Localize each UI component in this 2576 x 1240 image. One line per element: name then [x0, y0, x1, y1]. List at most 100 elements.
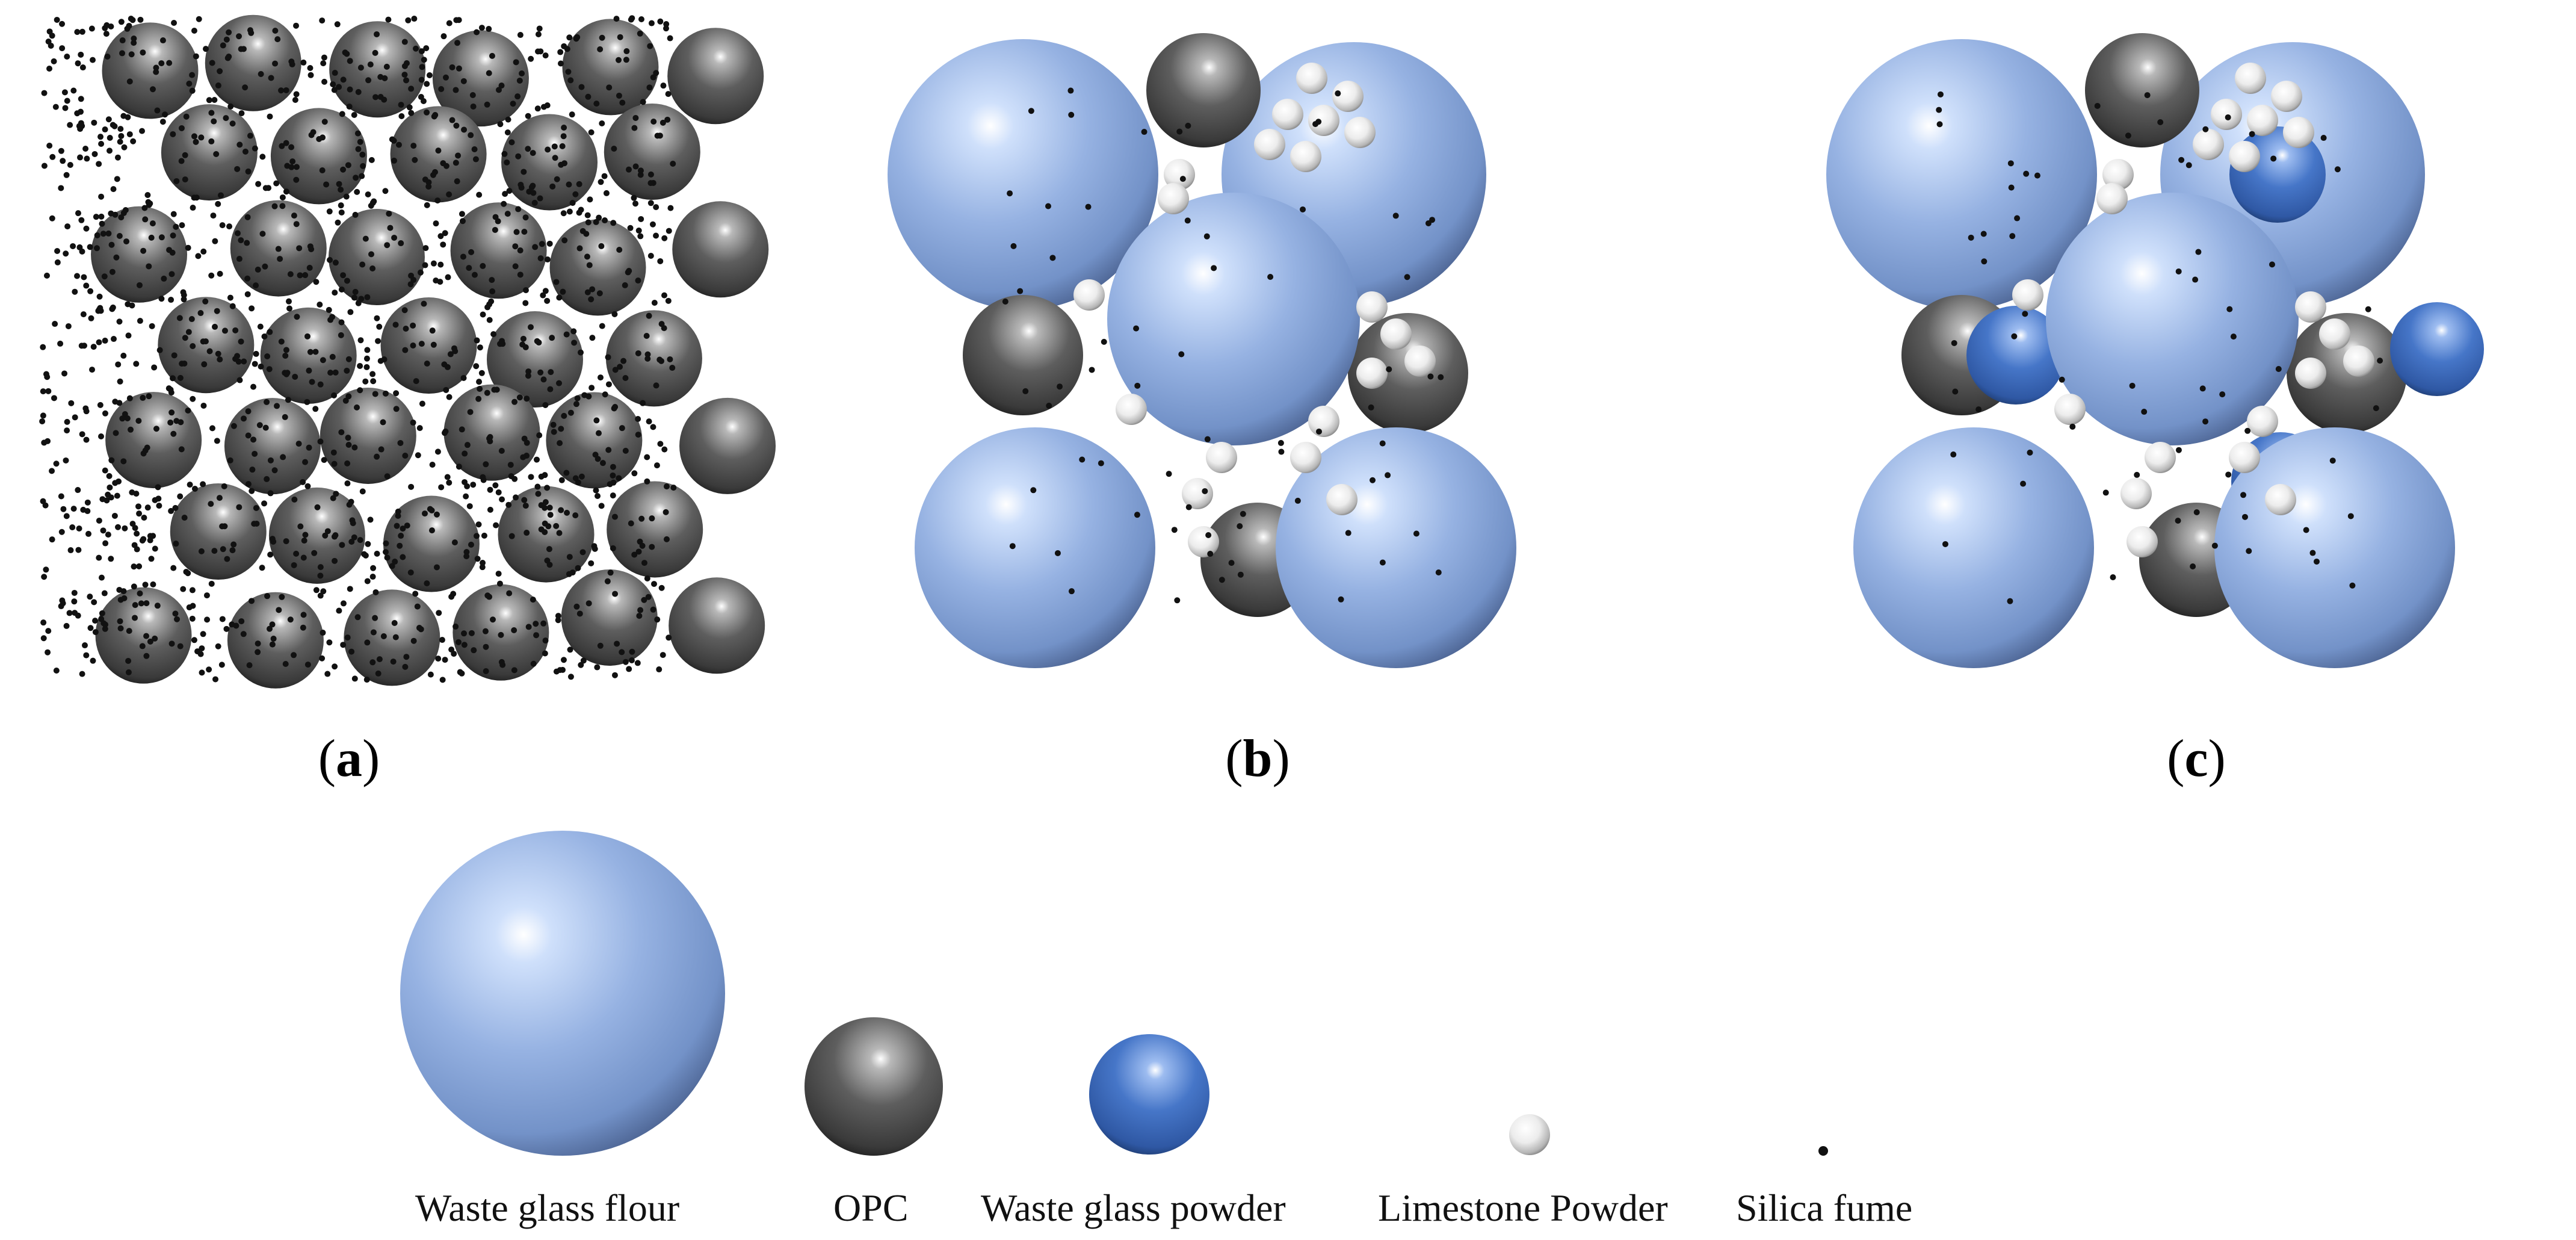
silica-fume-particle	[597, 46, 604, 52]
silica-fume-particle	[215, 82, 221, 89]
silica-fume-particle	[85, 530, 92, 537]
silica-fume-particle	[96, 339, 102, 346]
silica-fume-particle	[267, 457, 274, 463]
silica-fume-particle	[412, 591, 419, 597]
silica-fume-particle	[1435, 569, 1442, 575]
silica-fume-particle	[452, 623, 459, 630]
silica-fume-particle	[637, 172, 644, 178]
silica-fume-particle	[418, 48, 425, 55]
silica-fume-particle	[1379, 559, 1386, 566]
silica-fume-particle	[40, 344, 46, 350]
silica-fume-particle	[593, 417, 600, 424]
silica-fume-particle	[638, 215, 644, 222]
silica-fume-particle	[446, 394, 452, 400]
silica-fume-particle	[384, 473, 391, 480]
silica-fume-particle	[1141, 129, 1147, 135]
opc-particle	[443, 384, 540, 481]
silica-fume-particle	[586, 262, 593, 268]
silica-fume-particle	[354, 614, 361, 621]
silica-fume-particle	[486, 317, 493, 323]
silica-fume-particle	[162, 111, 168, 118]
limestone-powder-particle	[1164, 159, 1195, 190]
silica-fume-particle	[131, 40, 137, 46]
silica-fume-particle	[94, 232, 100, 238]
silica-fume-particle	[211, 118, 217, 125]
silica-fume-particle	[88, 315, 94, 321]
silica-fume-particle	[79, 431, 85, 438]
silica-fume-particle	[1211, 265, 1217, 271]
silica-fume-particle	[452, 160, 459, 166]
silica-fume-particle	[106, 473, 113, 479]
limestone-powder-particle	[1356, 358, 1388, 389]
silica-fume-particle	[135, 418, 142, 424]
silica-fume-particle	[564, 46, 570, 52]
silica-fume-particle	[171, 19, 178, 26]
silica-fume-particle	[324, 671, 331, 677]
silica-fume-particle	[637, 30, 643, 37]
silica-fume-particle	[537, 369, 544, 376]
silica-fume-particle	[329, 353, 336, 360]
silica-fume-particle	[180, 289, 187, 296]
silica-fume-particle	[64, 418, 70, 425]
silica-fume-particle	[535, 31, 542, 37]
silica-fume-particle	[139, 537, 146, 544]
limestone-powder-particle	[1296, 63, 1327, 94]
silica-fume-particle	[74, 29, 81, 36]
silica-fume-particle	[517, 32, 524, 39]
silica-fume-particle	[397, 542, 403, 549]
silica-fume-particle	[1315, 119, 1322, 125]
opc-particle	[105, 392, 202, 489]
silica-fume-particle	[537, 48, 544, 55]
silica-fume-particle	[593, 101, 600, 107]
silica-fume-particle	[401, 72, 408, 78]
silica-fume-particle	[167, 419, 174, 426]
silica-fume-particle	[177, 374, 184, 381]
silica-fume-particle	[111, 336, 117, 343]
silica-fume-particle	[647, 253, 654, 259]
silica-fume-particle	[141, 514, 147, 521]
silica-fume-particle	[1936, 121, 1943, 128]
silica-fume-particle	[514, 93, 521, 100]
legend-label-waste-glass-flour: Waste glass flour	[415, 1186, 680, 1229]
silica-fume-particle	[107, 134, 113, 141]
silica-fume-particle	[173, 223, 179, 230]
silica-fume-particle	[101, 590, 108, 597]
silica-fume-particle	[96, 554, 102, 561]
silica-fume-particle	[406, 104, 413, 111]
silica-fume-particle	[659, 119, 666, 126]
silica-fume-particle	[1950, 451, 1957, 458]
silica-fume-particle	[478, 370, 485, 376]
silica-fume-particle	[588, 129, 595, 135]
silica-fume-particle	[520, 454, 527, 460]
silica-fume-particle	[487, 506, 493, 513]
silica-fume-particle	[66, 610, 73, 616]
silica-fume-particle	[515, 206, 522, 212]
silica-fume-particle	[271, 203, 278, 209]
silica-fume-particle	[97, 305, 103, 311]
silica-fume-particle	[484, 389, 490, 396]
silica-fume-particle	[255, 266, 261, 273]
silica-fume-particle	[331, 87, 338, 93]
silica-fume-particle	[313, 279, 320, 285]
silica-fume-particle	[597, 642, 604, 649]
silica-fume-particle	[172, 504, 179, 511]
silica-fume-particle	[158, 234, 165, 241]
silica-fume-particle	[202, 298, 209, 305]
opc-particle	[450, 202, 547, 299]
silica-fume-particle	[174, 616, 181, 622]
silica-fume-particle	[170, 430, 177, 437]
silica-fume-particle	[98, 574, 105, 581]
silica-fume-particle	[347, 309, 354, 315]
silica-fume-particle	[2303, 527, 2309, 533]
silica-fume-particle	[353, 404, 360, 411]
silica-fume-particle	[334, 21, 341, 28]
silica-fume-particle	[649, 544, 655, 550]
silica-fume-particle	[223, 625, 230, 632]
opc-particle	[344, 589, 440, 686]
silica-fume-particle	[2125, 132, 2131, 139]
silica-fume-particle	[484, 101, 490, 108]
silica-fume-particle	[556, 380, 563, 386]
silica-fume-particle	[569, 569, 576, 576]
silica-fume-particle	[319, 167, 326, 173]
silica-fume-particle	[75, 547, 82, 553]
